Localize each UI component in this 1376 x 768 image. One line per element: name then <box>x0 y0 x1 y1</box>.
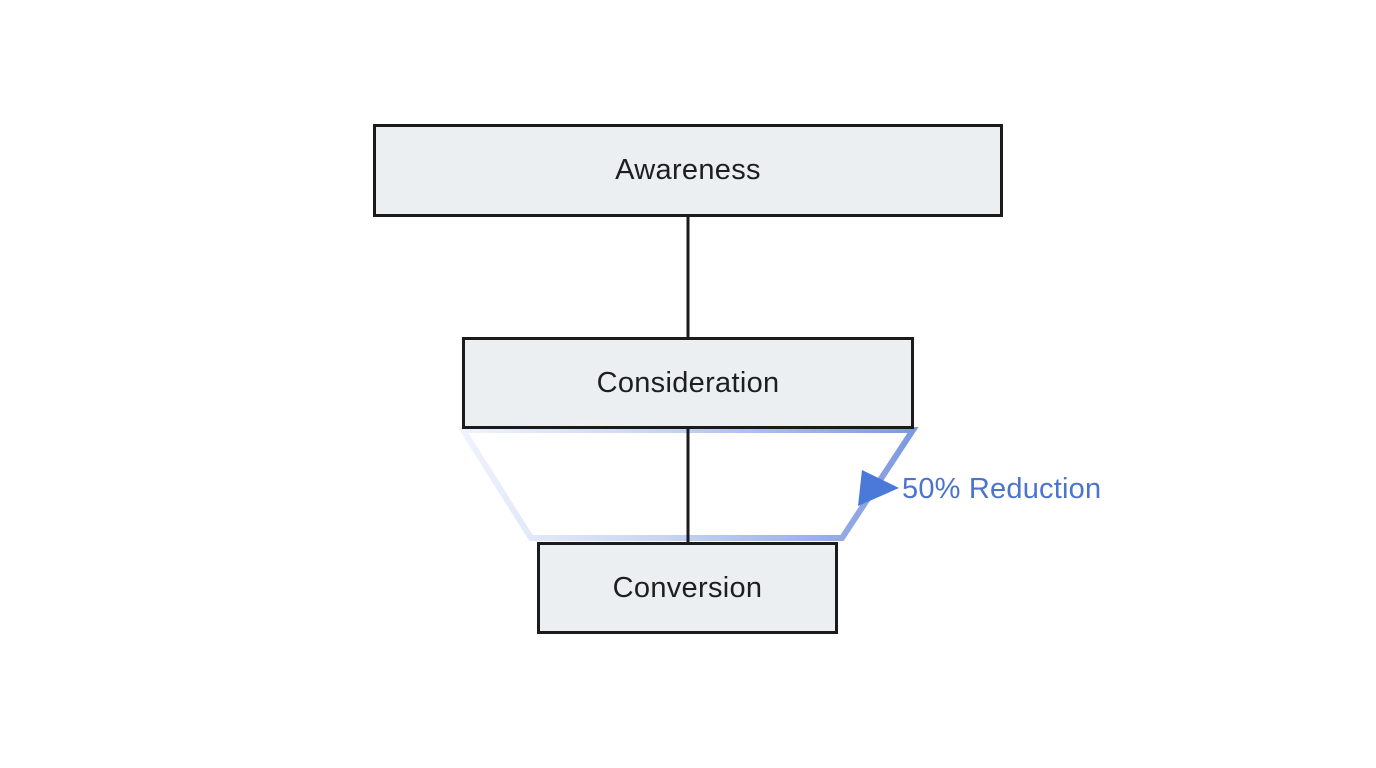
node-awareness: Awareness <box>373 124 1003 217</box>
node-conversion: Conversion <box>537 542 838 634</box>
node-consideration: Consideration <box>462 337 914 429</box>
reduction-annotation: 50% Reduction <box>902 473 1102 505</box>
node-awareness-label: Awareness <box>615 154 761 186</box>
reduction-arrow-icon <box>858 470 899 506</box>
node-conversion-label: Conversion <box>612 571 763 604</box>
node-consideration-label: Consideration <box>596 366 780 399</box>
